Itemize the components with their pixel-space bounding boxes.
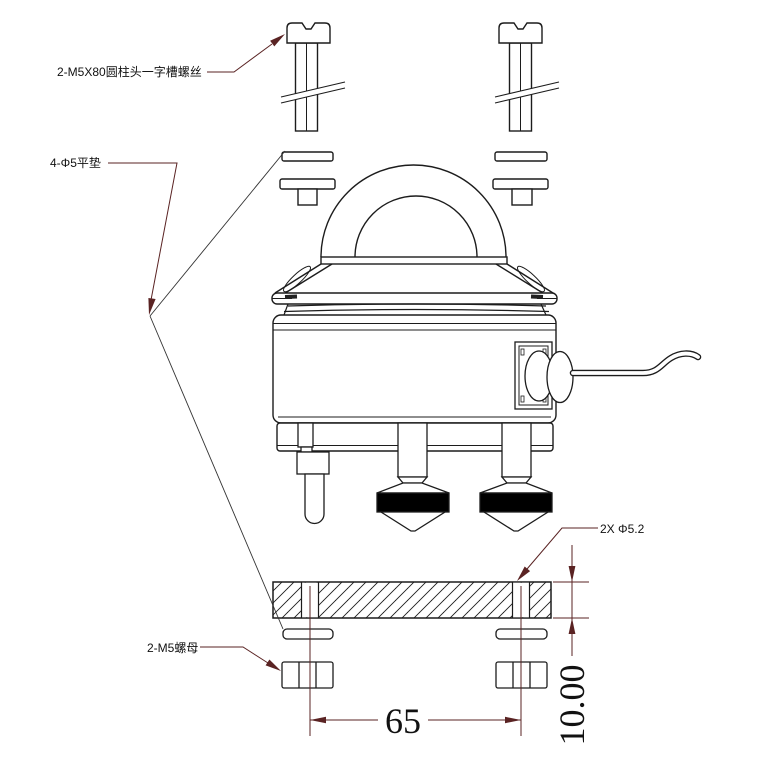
flat-washers-top-right xyxy=(492,151,549,206)
dimension-hole-spacing: 65 xyxy=(385,701,421,741)
glass-dome-inner xyxy=(354,195,478,258)
mounting-plate xyxy=(272,581,552,619)
screw-head xyxy=(498,22,543,44)
flat-washers-bottom xyxy=(282,628,548,640)
glass-dome-outer xyxy=(320,164,507,258)
shield-cutout-left xyxy=(282,265,312,293)
pyranometer-sensor xyxy=(271,164,558,452)
break-symbol xyxy=(494,81,560,98)
annotation-lines xyxy=(108,34,598,736)
hex-nut-left xyxy=(281,661,334,689)
flat-washer xyxy=(492,178,549,190)
label-holes: 2X Φ5.2 xyxy=(600,522,645,536)
knurled-band xyxy=(479,492,553,513)
levelling-feet xyxy=(296,422,553,532)
break-symbol xyxy=(280,81,346,98)
flat-washers-top-left xyxy=(279,151,336,206)
connector-face xyxy=(546,350,574,404)
plate-section xyxy=(272,581,552,619)
signal-cable xyxy=(569,350,702,377)
screw-head xyxy=(286,22,331,44)
label-washers: 4-Φ5平垫 xyxy=(50,155,101,170)
slotted-screw-left xyxy=(280,22,346,132)
flat-washer xyxy=(279,178,336,190)
label-screws: 2-M5X80圆柱头一字槽螺丝 xyxy=(57,64,202,79)
shield-cutout-right xyxy=(516,265,546,293)
sun-shield-brim xyxy=(271,292,558,305)
flat-washer xyxy=(281,151,334,162)
dimension-plate-thickness: 10.00 xyxy=(552,665,592,746)
knurled-band xyxy=(376,492,450,513)
flat-washer xyxy=(494,151,548,162)
cable-connector xyxy=(514,341,702,410)
sensor-body xyxy=(272,314,557,424)
hex-nuts xyxy=(281,661,548,689)
leg-middle-cone-foot xyxy=(376,422,450,532)
flat-washer xyxy=(282,628,334,640)
label-nuts: 2-M5螺母 xyxy=(147,641,198,655)
slotted-screw-right xyxy=(494,22,560,132)
leg-right-cone-foot xyxy=(479,422,553,532)
leg-left-pin xyxy=(296,422,330,525)
dome-ring xyxy=(320,256,508,265)
